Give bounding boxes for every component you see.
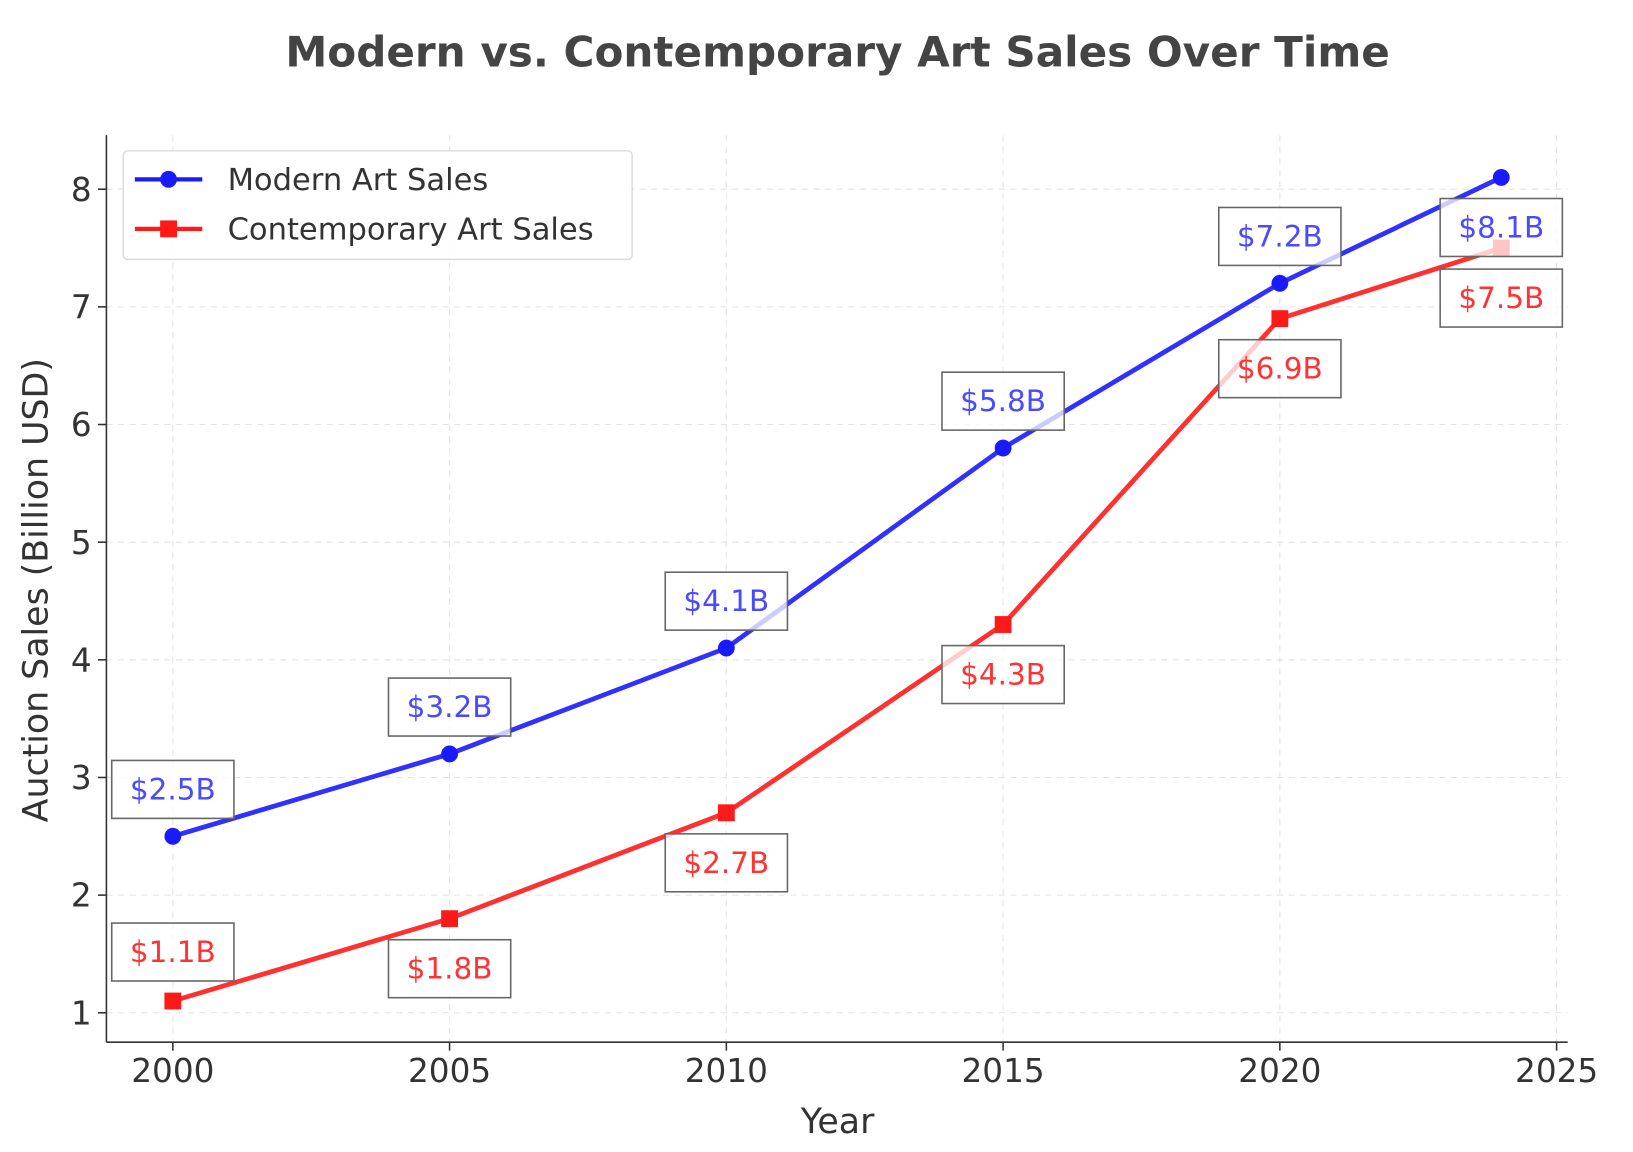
x-tick-label: 2010 — [685, 1052, 768, 1090]
data-label-text: $2.7B — [683, 846, 769, 880]
y-tick-label: 7 — [71, 288, 92, 326]
data-point — [717, 639, 735, 657]
x-axis-label: Year — [800, 1102, 875, 1142]
data-label-box — [1217, 206, 1342, 267]
x-tick-label: 2000 — [131, 1052, 214, 1090]
y-tick-label: 3 — [71, 759, 92, 797]
y-tick-label: 8 — [71, 171, 92, 209]
data-label-box — [1217, 338, 1342, 399]
data-point — [441, 745, 459, 763]
data-point — [1271, 310, 1289, 328]
legend-marker-modern — [160, 170, 177, 188]
data-label-text: $7.5B — [1458, 281, 1544, 315]
legend: Modern Art Sales Contemporary Art Sales — [122, 150, 633, 261]
legend-label-modern: Modern Art Sales — [228, 163, 489, 198]
data-label-text: $6.9B — [1237, 352, 1323, 386]
data-label: $7.2B — [1217, 206, 1342, 267]
data-label: $2.7B — [664, 833, 789, 893]
data-label: $8.1B — [1439, 197, 1564, 258]
data-point — [441, 910, 459, 928]
data-point — [1492, 169, 1510, 186]
data-point — [164, 992, 182, 1010]
data-point — [164, 827, 182, 845]
data-labels: $2.5B $3.2B $4.1B $5.8B $7.2B $8.1B $1.1B $1.8B… — [110, 197, 1564, 999]
data-label: $7.5B — [1439, 268, 1564, 328]
y-tick-label: 4 — [71, 641, 92, 679]
legend-label-contemporary: Contemporary Art Sales — [228, 212, 594, 247]
data-label-box — [1439, 197, 1564, 258]
y-axis-label: Auction Sales (Billion USD) — [16, 358, 56, 822]
series-layer — [164, 169, 1510, 1010]
data-label-box — [941, 371, 1065, 431]
x-tick-label: 2020 — [1238, 1052, 1321, 1090]
data-label: $4.3B — [941, 644, 1065, 705]
data-label: $1.1B — [110, 922, 235, 982]
data-label-text: $2.5B — [130, 772, 216, 806]
y-tick-label: 6 — [71, 406, 92, 444]
data-label-box — [1439, 268, 1564, 328]
data-point — [994, 439, 1012, 457]
data-label-box — [387, 677, 512, 737]
grid — [106, 135, 1568, 1043]
data-label-box — [387, 938, 512, 999]
data-label-text: $4.3B — [960, 658, 1046, 692]
legend-marker-contemporary — [160, 220, 177, 238]
data-label-box — [664, 833, 789, 893]
axes: 2000 2005 2010 2015 2020 2025 1 2 3 4 5 6 7 8 — [71, 135, 1598, 1090]
data-point — [717, 804, 735, 822]
data-point — [994, 616, 1012, 633]
data-label-box — [664, 571, 789, 631]
data-label: $1.8B — [387, 938, 512, 999]
x-tick-label: 2025 — [1515, 1052, 1598, 1090]
data-label: $3.2B — [387, 677, 512, 737]
data-label-box — [110, 759, 235, 820]
data-label-text: $5.8B — [960, 384, 1046, 418]
y-tick-label: 2 — [71, 877, 92, 915]
data-label: $6.9B — [1217, 338, 1342, 399]
data-point — [1271, 274, 1289, 292]
data-label-box — [941, 644, 1065, 705]
data-label: $2.5B — [110, 759, 235, 820]
x-tick-label: 2015 — [962, 1052, 1045, 1090]
data-label-box — [110, 922, 235, 982]
data-label-text: $8.1B — [1458, 210, 1544, 244]
y-tick-label: 5 — [71, 524, 92, 562]
data-label-text: $4.1B — [683, 584, 769, 618]
data-label-text: $7.2B — [1237, 219, 1323, 253]
data-label-text: $1.1B — [130, 935, 216, 969]
series-line-1 — [172, 245, 1502, 1004]
y-tick-label: 1 — [71, 994, 92, 1032]
chart-title: Modern vs. Contemporary Art Sales Over T… — [285, 28, 1389, 77]
data-label-text: $3.2B — [407, 690, 493, 724]
x-tick-label: 2005 — [408, 1052, 491, 1090]
data-label: $4.1B — [664, 571, 789, 631]
data-label-text: $1.8B — [407, 952, 493, 986]
data-label: $5.8B — [941, 371, 1065, 431]
